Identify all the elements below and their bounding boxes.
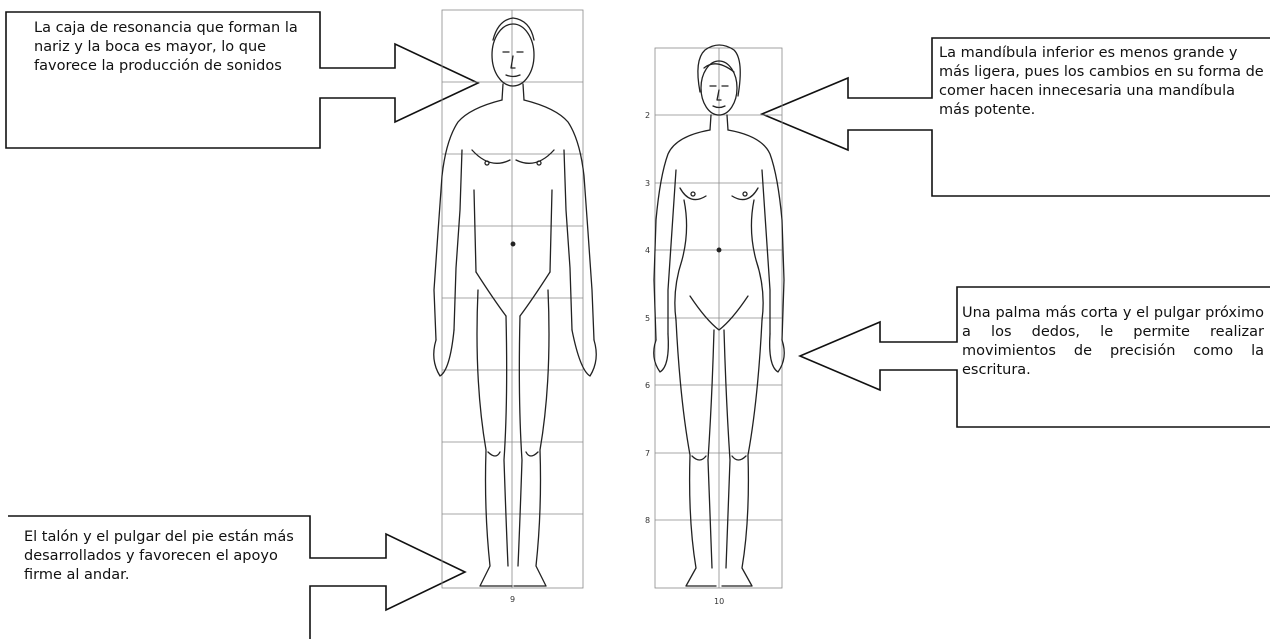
female-grid-label: 8 [645, 516, 650, 525]
male-figure-caption: 9 [510, 595, 515, 604]
female-proportion-grid [655, 48, 782, 588]
callout-top-left-text: La caja de resonancia que forman la nari… [34, 19, 316, 76]
callout-middle-right-text: Una palma más corta y el pulgar próximo … [962, 304, 1264, 380]
female-grid-label: 4 [645, 246, 650, 255]
female-figure-caption: 10 [714, 597, 724, 606]
female-grid-label: 3 [645, 179, 650, 188]
female-grid-label: 5 [645, 314, 650, 323]
female-grid-label: 2 [645, 111, 650, 120]
female-grid-label: 6 [645, 381, 650, 390]
callout-top-right-text: La mandíbula inferior es menos grande y … [939, 44, 1269, 120]
male-proportion-grid [442, 10, 583, 588]
female-grid-label: 7 [645, 449, 650, 458]
male-figure-illustration [434, 18, 597, 586]
callout-bottom-left-text: El talón y el pulgar del pie están más d… [24, 528, 304, 585]
